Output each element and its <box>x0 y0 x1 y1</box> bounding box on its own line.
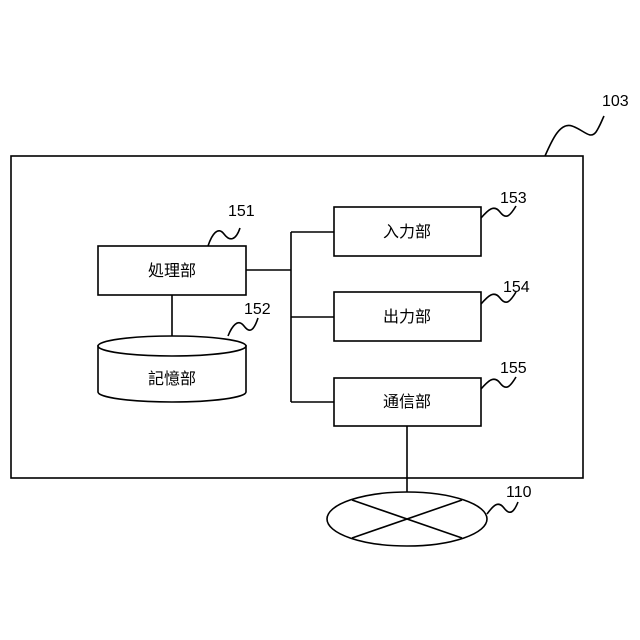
processing-ref: 151 <box>228 203 255 220</box>
input-unit: 入力部 <box>334 207 481 256</box>
communication-unit: 通信部 <box>334 378 481 426</box>
input-ref: 153 <box>500 190 527 207</box>
processing-unit-label: 処理部 <box>148 261 196 280</box>
network-leader-line <box>487 502 518 514</box>
processing-unit: 処理部 <box>98 246 246 295</box>
output-unit-label: 出力部 <box>383 307 431 326</box>
storage-ref: 152 <box>244 301 271 318</box>
device-leader-line <box>545 116 604 156</box>
output-unit: 出力部 <box>334 292 481 341</box>
input-unit-label: 入力部 <box>383 222 431 241</box>
device-ref: 103 <box>602 93 629 110</box>
output-ref: 154 <box>503 279 530 296</box>
network-ref: 110 <box>506 484 532 501</box>
communication-ref: 155 <box>500 360 527 377</box>
storage-unit-label: 記憶部 <box>148 369 196 388</box>
communication-unit-label: 通信部 <box>383 392 431 411</box>
storage-unit: 記憶部 <box>98 336 246 402</box>
network <box>327 492 487 546</box>
